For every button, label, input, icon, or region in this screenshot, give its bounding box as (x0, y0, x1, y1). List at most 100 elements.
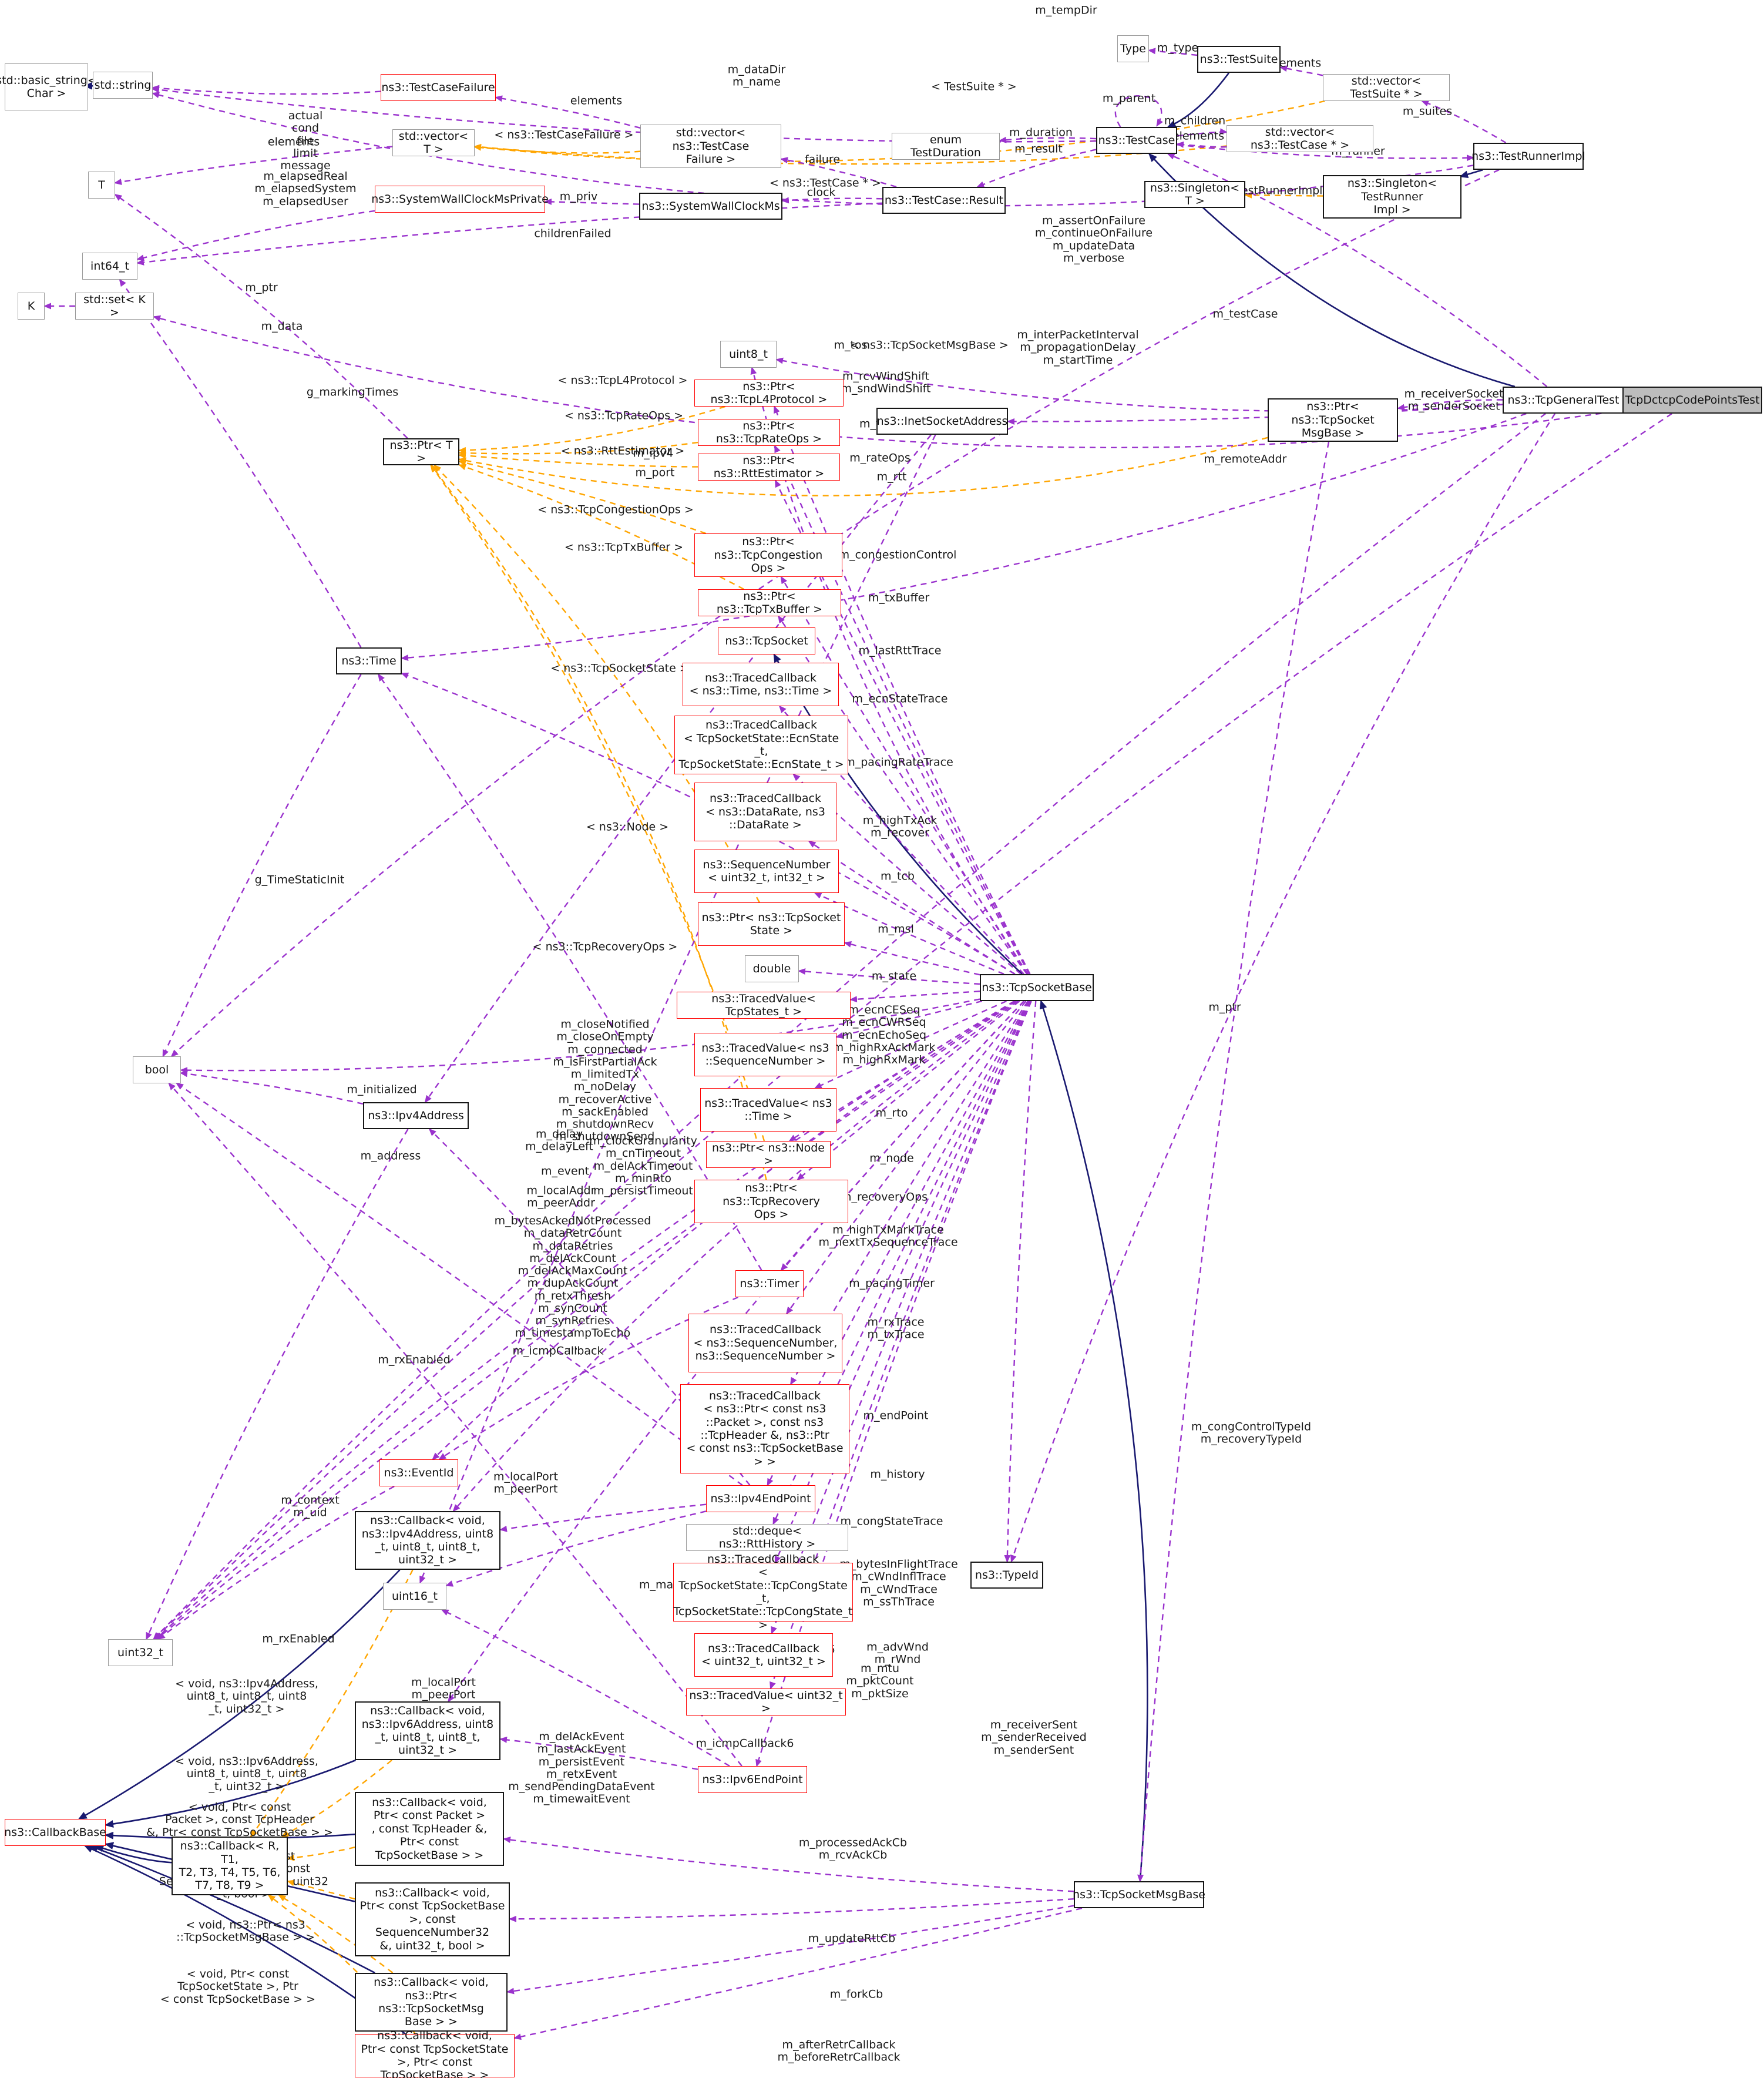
class-node-cbRT[interactable]: ns3::Callback< R, T1, T2, T3, T4, T5, T6… (172, 1837, 288, 1895)
member-edge-ipv4EP-to-cbIpv4 (499, 1503, 707, 1532)
class-node-uint16[interactable]: uint16_t (383, 1583, 446, 1610)
class-node-tcpGeneral[interactable]: ns3::TcpGeneralTest (1503, 387, 1624, 414)
class-node-singleT[interactable]: ns3::Singleton< T > (1144, 181, 1245, 208)
inherit-edge-cbIpv4-to-cbBase (78, 1569, 401, 1820)
class-node-ptrNode[interactable]: ns3::Ptr< ns3::Node > (706, 1141, 831, 1168)
member-edge-tcpGeneral-to-uint8 (775, 357, 1503, 412)
class-node-Type[interactable]: Type (1117, 35, 1149, 62)
member-edge-label: m_icmpCallback6 (695, 1737, 794, 1750)
class-node-tvStates[interactable]: ns3::TracedValue< TcpStates_t > (677, 992, 851, 1019)
member-edge-tcpGeneral-to-testCase (1167, 153, 1548, 387)
class-node-tcResult[interactable]: ns3::TestCase::Result (882, 187, 1006, 214)
class-node-tcSeq[interactable]: ns3::TracedCallback < ns3::SequenceNumbe… (688, 1314, 842, 1372)
member-edge-label: m_delay m_delayLeft (525, 1127, 593, 1153)
member-edge-hub-to-tvStates (849, 991, 980, 1003)
class-node-testSuite[interactable]: ns3::TestSuite (1197, 46, 1281, 73)
template-arg-label: < void, Ptr< const TcpSocketState >, Ptr… (160, 1968, 316, 2006)
member-edge-tcpGeneral-to-time (401, 412, 1527, 662)
class-node-tcTime[interactable]: ns3::TracedCallback < ns3::Time, ns3::Ti… (683, 663, 839, 706)
class-node-ptrTxBuf[interactable]: ns3::Ptr< ns3::TcpTxBuffer > (698, 589, 841, 616)
class-node-ptrT[interactable]: ns3::Ptr< T > (383, 438, 459, 465)
class-node-tcEcn[interactable]: ns3::TracedCallback < TcpSocketState::Ec… (674, 716, 848, 774)
member-edge-label: m_rateOps (849, 451, 910, 465)
inherit-edge-cbIpv6-to-cbBase (105, 1759, 356, 1828)
member-edge-time-to-bool (162, 674, 362, 1058)
class-node-timer[interactable]: ns3::Timer (735, 1270, 804, 1297)
class-node-tvSeq[interactable]: ns3::TracedValue< ns3 ::SequenceNumber > (694, 1033, 836, 1076)
class-node-uint8[interactable]: uint8_t (720, 341, 777, 368)
class-node-string[interactable]: std::string (93, 72, 153, 99)
class-node-tcCong[interactable]: ns3::TracedCallback < TcpSocketState::Tc… (673, 1552, 853, 1631)
member-edge-label: g_markingTimes (306, 385, 399, 399)
class-node-ptrState[interactable]: ns3::Ptr< ns3::TcpSocket State > (698, 902, 845, 946)
class-node-ipv4Addr[interactable]: ns3::Ipv4Address (363, 1102, 469, 1129)
class-node-K[interactable]: K (18, 293, 45, 320)
template-edge-ptrCong-to-ptrT (458, 459, 707, 535)
member-edge-label: m_txBuffer (868, 591, 930, 605)
class-node-tvTime[interactable]: ns3::TracedValue< ns3 ::Time > (700, 1088, 836, 1132)
class-node-T[interactable]: T (88, 172, 115, 199)
class-node-uint32[interactable]: uint32_t (108, 1639, 173, 1666)
class-node-setK[interactable]: std::set< K > (75, 293, 154, 320)
class-node-cbIpv6[interactable]: ns3::Callback< void, ns3::Ipv6Address, u… (355, 1701, 500, 1760)
class-node-cbSockSt[interactable]: ns3::Callback< void, Ptr< const TcpSocke… (355, 2029, 515, 2078)
class-node-eventId[interactable]: ns3::EventId (379, 1459, 458, 1486)
class-node-singleTR[interactable]: ns3::Singleton< TestRunner Impl > (1323, 175, 1461, 219)
class-node-int64[interactable]: int64_t (82, 253, 137, 280)
member-edge-label: m_clockGranularity m_cnTimeout m_delAckT… (589, 1134, 697, 1197)
class-node-tcpSocket[interactable]: ns3::TcpSocket (718, 627, 815, 654)
class-node-time[interactable]: ns3::Time (336, 647, 402, 674)
class-node-tvU32[interactable]: ns3::TracedValue< uint32_t > (686, 1688, 846, 1716)
class-node-tcPacket[interactable]: ns3::TracedCallback < ns3::Ptr< const ns… (680, 1384, 849, 1473)
class-node-vecTCFail[interactable]: std::vector< ns3::TestCase Failure > (640, 125, 781, 168)
member-edge-label: m_ptr (245, 281, 278, 294)
class-node-cbIpv4[interactable]: ns3::Callback< void, ns3::Ipv4Address, u… (355, 1511, 500, 1570)
class-node-tcData[interactable]: ns3::TracedCallback < ns3::DataRate, ns3… (694, 783, 836, 841)
class-node-bool[interactable]: bool (133, 1056, 181, 1083)
member-edge-tcpGeneral-to-ptrMsgBase (1397, 399, 1503, 411)
class-node-basicString[interactable]: std::basic_string< Char > (0, 63, 97, 110)
class-node-testCaseFailure[interactable]: ns3::TestCaseFailure (381, 74, 496, 101)
class-node-enumTD[interactable]: enum TestDuration (892, 133, 1000, 160)
class-node-sysPriv[interactable]: ns3::SystemWallClockMsPrivate (371, 186, 549, 213)
member-edge-hub-to-ptrRate (774, 445, 1030, 975)
class-node-ptrL4[interactable]: ns3::Ptr< ns3::TcpL4Protocol > (694, 380, 844, 407)
member-edge-vecTCFail-to-testCaseFailure (495, 95, 641, 129)
class-node-vecTC[interactable]: std::vector< ns3::TestCase * > (1227, 125, 1373, 152)
class-node-cbSeqNum[interactable]: ns3::Callback< void, Ptr< const TcpSocke… (355, 1882, 510, 1956)
class-node-cbBase[interactable]: ns3::CallbackBase (4, 1819, 106, 1846)
member-edge-label: m_parent (1102, 92, 1156, 105)
class-node-hub[interactable]: ns3::TcpSocketBase (980, 974, 1094, 1001)
class-node-ptrRecov[interactable]: ns3::Ptr< ns3::TcpRecovery Ops > (694, 1180, 848, 1223)
class-node-typeId[interactable]: ns3::TypeId (970, 1562, 1043, 1589)
member-edge-label: clock (807, 186, 836, 199)
member-edge-label: elements (570, 94, 623, 108)
class-node-ptrRtt[interactable]: ns3::Ptr< ns3::RttEstimator > (698, 454, 840, 481)
class-node-msgBase[interactable]: ns3::TcpSocketMsgBase (1073, 1881, 1205, 1908)
member-edge-label: m_duration (1009, 126, 1073, 139)
class-node-seqNum[interactable]: ns3::SequenceNumber < uint32_t, int32_t … (694, 850, 839, 893)
class-node-ptrRate[interactable]: ns3::Ptr< ns3::TcpRateOps > (698, 419, 840, 446)
template-edge-cbPacket-to-cbRT (287, 1847, 355, 1861)
class-node-dequeRtt[interactable]: std::deque< ns3::RttHistory > (686, 1524, 848, 1551)
class-node-testCase[interactable]: ns3::TestCase (1096, 127, 1177, 154)
class-node-ipv6EP[interactable]: ns3::Ipv6EndPoint (698, 1766, 807, 1793)
class-node-ptrCong[interactable]: ns3::Ptr< ns3::TcpCongestion Ops > (694, 533, 842, 577)
class-node-sysWall[interactable]: ns3::SystemWallClockMs (639, 193, 782, 220)
class-node-testRunner[interactable]: ns3::TestRunnerImpl (1471, 143, 1585, 170)
class-node-tcU32[interactable]: ns3::TracedCallback < uint32_t, uint32_t… (694, 1633, 833, 1677)
class-node-cbPacket[interactable]: ns3::Callback< void, Ptr< const Packet >… (355, 1792, 504, 1866)
class-node-inet[interactable]: ns3::InetSocketAddress (876, 408, 1008, 435)
member-edge-hub-to-tcPacket (790, 1001, 1029, 1385)
class-node-tcpDctcp[interactable]: TcpDctcpCodePointsTest (1622, 387, 1762, 414)
class-node-ptrMsgBase[interactable]: ns3::Ptr< ns3::TcpSocket MsgBase > (1268, 398, 1398, 442)
class-node-cbMsgB[interactable]: ns3::Callback< void, ns3::Ptr< ns3::TcpS… (355, 1973, 508, 2032)
class-node-vectorT[interactable]: std::vector< T > (392, 129, 475, 156)
member-edge-label: m_tos (834, 338, 868, 352)
class-node-double[interactable]: double (745, 955, 799, 982)
member-edge-label: m_event (540, 1164, 590, 1178)
template-arg-label: < ns3::TcpSocketState > (550, 662, 689, 675)
class-node-vecTS[interactable]: std::vector< TestSuite * > (1323, 74, 1450, 101)
member-edge-hub-to-uint32 (154, 1000, 1015, 1640)
class-node-ipv4EP[interactable]: ns3::Ipv4EndPoint (706, 1485, 815, 1512)
